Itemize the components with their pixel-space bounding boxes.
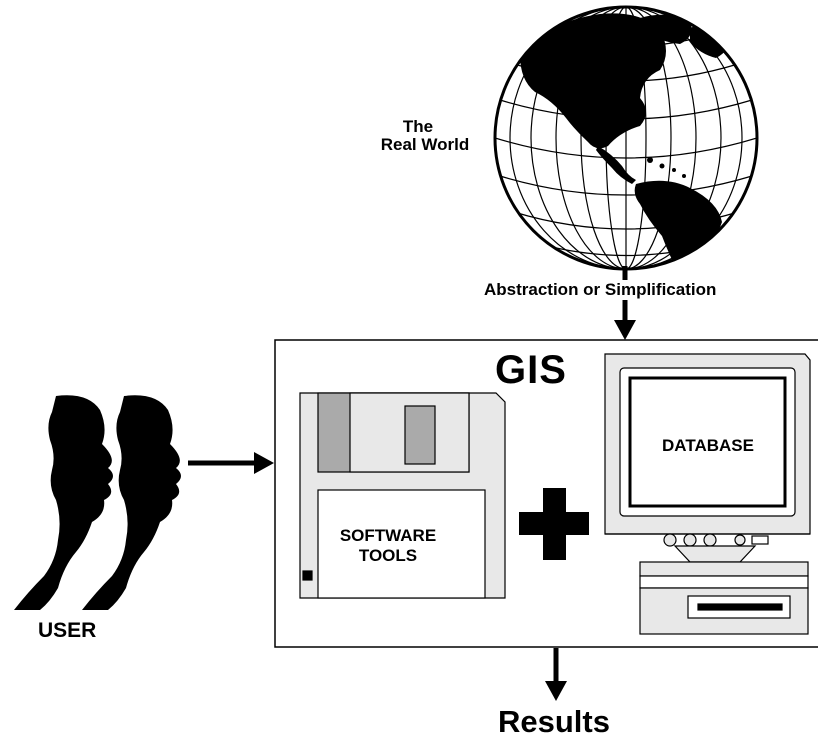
- software-label-line1: SOFTWARE: [339, 526, 437, 545]
- world-label-line2: Real World: [380, 135, 470, 154]
- user-label: USER: [38, 619, 97, 642]
- gis-title: GIS: [495, 348, 567, 392]
- abstraction-arrow: [614, 266, 636, 340]
- abstraction-label: Abstraction or Simplification: [484, 280, 717, 299]
- plus-icon: [519, 488, 589, 560]
- globe-icon: [493, 5, 759, 271]
- results-arrow: [545, 648, 567, 701]
- user-silhouettes-icon: [14, 395, 181, 610]
- database-label: DATABASE: [662, 436, 754, 455]
- results-label: Results: [498, 704, 610, 739]
- user-input-arrow: [188, 452, 274, 474]
- computer-icon: [604, 353, 811, 635]
- software-label-line2: TOOLS: [358, 546, 418, 565]
- world-label-line1: The: [402, 117, 434, 136]
- floppy-disk-icon: [299, 392, 506, 599]
